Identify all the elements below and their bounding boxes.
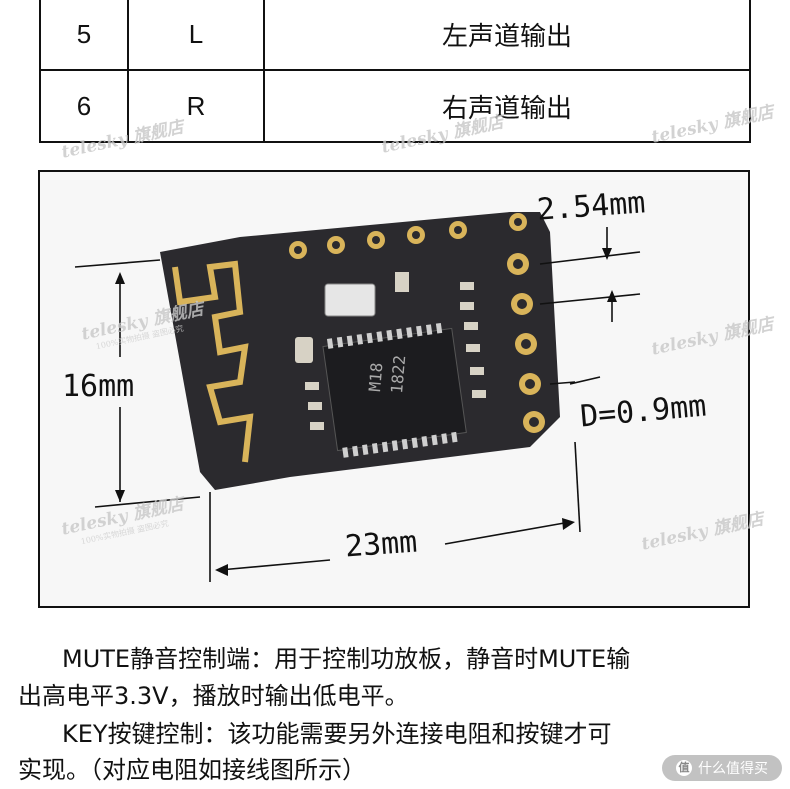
module-photo: M18 1822 xyxy=(38,170,775,608)
chip-marking: 1822 xyxy=(387,354,409,394)
pin-table: 5 L 左声道输出 6 R 右声道输出 xyxy=(39,0,751,143)
table-row: 6 R 右声道输出 xyxy=(39,69,751,143)
table-row: 5 L 左声道输出 xyxy=(39,0,751,71)
smd-components xyxy=(295,272,486,430)
bluetooth-module-image: M18 1822 xyxy=(74,212,641,582)
height-dimension-label: 16mm xyxy=(62,369,135,404)
dimension-arrows xyxy=(115,248,617,576)
logo-icon: 值 xyxy=(676,760,692,776)
pin-description: 右声道输出 xyxy=(263,69,751,143)
chip-marking: M18 xyxy=(365,362,386,392)
pin-number: 6 xyxy=(39,69,129,143)
main-chip xyxy=(322,322,467,458)
crystal-component xyxy=(324,283,376,317)
pin-name: L xyxy=(127,0,265,71)
pcb-antenna xyxy=(172,260,254,463)
logo-text: 什么值得买 xyxy=(698,761,768,777)
pin-name: R xyxy=(127,69,265,143)
mute-description-line2: 出高电平3.3V，播放时输出低电平。 xyxy=(18,682,409,710)
mute-description-line1: MUTE静音控制端：用于控制功放板，静音时MUTE输 xyxy=(62,645,631,673)
top-pads xyxy=(289,213,527,259)
width-dimension-label: 23mm xyxy=(343,524,419,565)
pin-description: 左声道输出 xyxy=(263,0,751,71)
key-description-line1: KEY按键控制：该功能需要另外连接电阻和按键才可 xyxy=(62,720,612,748)
pin-number: 5 xyxy=(39,0,129,71)
site-watermark-logo: 值 什么值得买 xyxy=(662,755,782,781)
key-description-line2: 实现。（对应电阻如接线图所示） xyxy=(18,756,366,784)
